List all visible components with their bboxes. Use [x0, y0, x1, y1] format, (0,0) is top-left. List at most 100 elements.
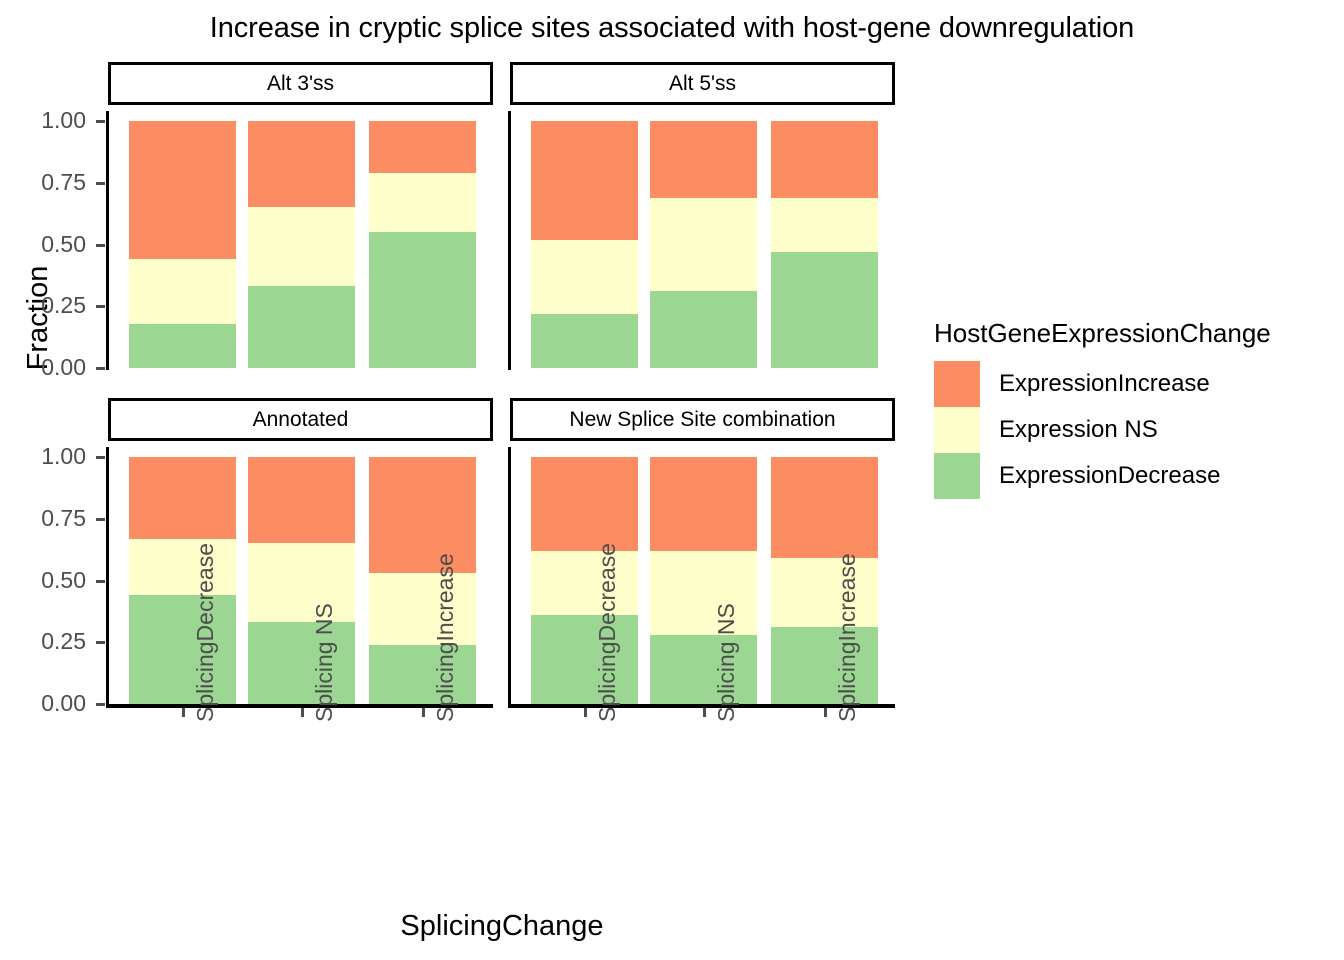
- y-axis-tick: [96, 579, 105, 583]
- bar-segment[interactable]: [531, 313, 638, 368]
- bar-segment[interactable]: [369, 457, 476, 574]
- stacked-bar[interactable]: [129, 105, 236, 368]
- page-title: Increase in cryptic splice sites associa…: [209, 12, 1135, 44]
- x-axis-tick: [823, 708, 827, 717]
- stacked-bar[interactable]: [771, 441, 878, 704]
- facet-strip-label: Alt 3'ss: [108, 62, 493, 105]
- facet-panel: [108, 441, 493, 704]
- bar-segment[interactable]: [129, 595, 236, 704]
- y-axis-tick: [96, 641, 105, 645]
- y-axis-line: [106, 111, 109, 370]
- y-axis-tick: [96, 120, 105, 123]
- bar-segment[interactable]: [248, 286, 355, 368]
- y-axis-tick-label: 0.50: [41, 230, 86, 257]
- x-axis-tick-label: Splicing NS: [712, 603, 739, 722]
- legend: HostGeneExpressionChange ExpressionIncre…: [934, 318, 1334, 499]
- y-axis-tick-label: 0.25: [41, 628, 86, 655]
- stacked-bar[interactable]: [771, 105, 878, 368]
- bar-segment[interactable]: [129, 323, 236, 368]
- x-axis-tick-label: SplicingIncrease: [833, 553, 860, 722]
- bar-segment[interactable]: [129, 538, 236, 596]
- y-axis-tick-label: 0.25: [41, 292, 86, 319]
- bar-segment[interactable]: [369, 232, 476, 368]
- bar-segment[interactable]: [248, 457, 355, 544]
- stacked-bar[interactable]: [650, 441, 757, 704]
- x-axis-tick: [181, 708, 185, 717]
- y-axis-tick-label: 1.00: [41, 107, 86, 133]
- y-axis-tick-label: 0.75: [41, 168, 86, 195]
- x-axis-tick-label: SplicingDecrease: [593, 543, 620, 722]
- stacked-bar[interactable]: [248, 105, 355, 368]
- y-axis-tick-label: 0.00: [41, 690, 86, 716]
- legend-color-swatch: [934, 453, 980, 499]
- bar-segment[interactable]: [531, 239, 638, 314]
- x-axis-tick: [702, 708, 706, 717]
- legend-entry[interactable]: ExpressionIncrease: [934, 361, 1334, 407]
- bar-segment[interactable]: [369, 172, 476, 233]
- legend-entry-label: ExpressionDecrease: [999, 462, 1221, 489]
- legend-entry[interactable]: ExpressionDecrease: [934, 453, 1334, 499]
- bar-segment[interactable]: [771, 121, 878, 198]
- bar-segment[interactable]: [531, 550, 638, 616]
- legend-color-swatch: [934, 407, 980, 453]
- bar-segment[interactable]: [650, 197, 757, 292]
- x-axis-line: [106, 704, 493, 708]
- legend-color-swatch: [934, 361, 980, 407]
- facet-panel: [510, 105, 895, 368]
- stacked-bar[interactable]: [531, 441, 638, 704]
- bar-segment[interactable]: [650, 550, 757, 635]
- y-axis-tick: [96, 243, 105, 247]
- facet-strip-label: Annotated: [108, 398, 493, 441]
- stacked-bar[interactable]: [650, 105, 757, 368]
- bar-segment[interactable]: [771, 457, 878, 559]
- x-axis-tick: [421, 708, 425, 717]
- bar-segment[interactable]: [129, 259, 236, 324]
- x-axis-tick-label: SplicingDecrease: [191, 543, 218, 722]
- bar-segment[interactable]: [248, 121, 355, 208]
- bar-segment[interactable]: [771, 197, 878, 252]
- bar-segment[interactable]: [650, 121, 757, 198]
- x-axis-tick: [583, 708, 587, 717]
- facet-strip-label: New Splice Site combination: [510, 398, 895, 441]
- bar-segment[interactable]: [650, 457, 757, 551]
- legend-entry[interactable]: Expression NS: [934, 407, 1334, 453]
- y-axis-tick: [96, 181, 105, 185]
- bar-segment[interactable]: [531, 457, 638, 551]
- bar-segment[interactable]: [248, 207, 355, 287]
- bar-segment[interactable]: [369, 121, 476, 173]
- y-axis-tick-label: 0.00: [41, 354, 86, 380]
- legend-entry-label: ExpressionIncrease: [999, 370, 1210, 397]
- y-axis-line: [508, 111, 511, 370]
- bar-segment[interactable]: [369, 573, 476, 645]
- y-axis-tick: [96, 703, 105, 706]
- y-axis-tick-label: 0.50: [41, 566, 86, 593]
- bar-segment[interactable]: [650, 634, 757, 704]
- bar-segment[interactable]: [531, 615, 638, 704]
- bar-segment[interactable]: [248, 543, 355, 623]
- facet-panel: [510, 441, 895, 704]
- bar-segment[interactable]: [771, 627, 878, 704]
- y-axis-line: [508, 447, 511, 706]
- facet-panel: [108, 105, 493, 368]
- stacked-bar[interactable]: [248, 441, 355, 704]
- bar-segment[interactable]: [650, 291, 757, 368]
- stacked-bar[interactable]: [531, 105, 638, 368]
- legend-entry-label: Expression NS: [999, 416, 1158, 443]
- x-axis-tick-label: Splicing NS: [310, 603, 337, 722]
- stacked-bar[interactable]: [369, 105, 476, 368]
- y-axis-tick: [96, 305, 105, 309]
- y-axis-line: [106, 447, 109, 706]
- bar-segment[interactable]: [369, 644, 476, 704]
- stacked-bar[interactable]: [129, 441, 236, 704]
- stacked-bar[interactable]: [369, 441, 476, 704]
- bar-segment[interactable]: [531, 121, 638, 240]
- x-axis-title: SplicingChange: [400, 910, 604, 942]
- bar-segment[interactable]: [129, 457, 236, 539]
- bar-segment[interactable]: [129, 121, 236, 260]
- bar-segment[interactable]: [771, 251, 878, 368]
- bar-segment[interactable]: [248, 622, 355, 704]
- bar-segment[interactable]: [771, 558, 878, 628]
- y-axis-tick-label: 1.00: [41, 443, 86, 469]
- x-axis-tick-label: SplicingIncrease: [431, 553, 458, 722]
